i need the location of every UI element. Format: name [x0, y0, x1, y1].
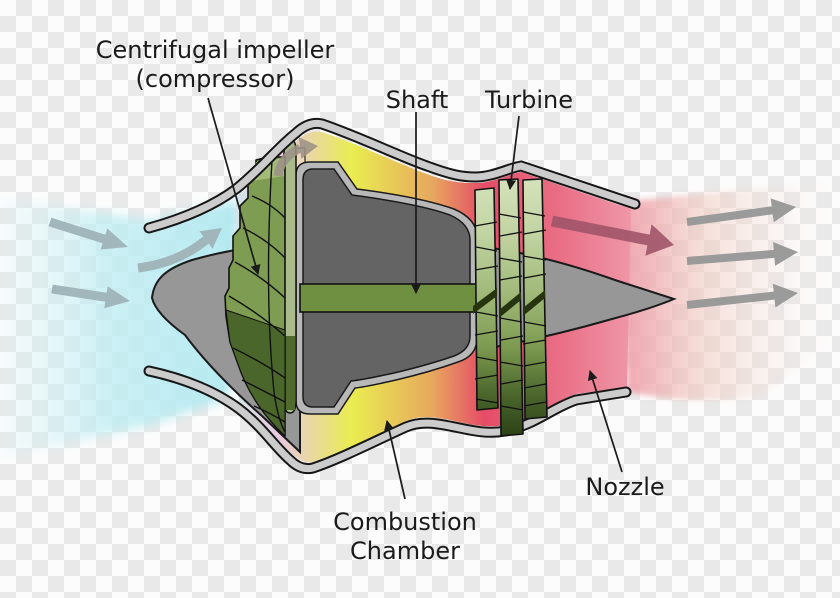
engine-casing-top: [143, 117, 641, 234]
label-line: Turbine: [485, 86, 573, 114]
curved-arrowhead-icon: [298, 137, 318, 159]
plume-arrow-icon: [686, 242, 798, 266]
label-line: Chamber: [350, 537, 460, 565]
label-centrifugal-impeller: Centrifugal impeller (compressor): [96, 36, 335, 94]
label-turbine: Turbine: [485, 86, 573, 115]
label-shaft: Shaft: [386, 86, 449, 115]
impeller-disc-strip-lower: [285, 336, 295, 410]
label-nozzle: Nozzle: [585, 473, 664, 502]
label-line: Nozzle: [585, 473, 665, 501]
label-pointers: [207, 97, 623, 500]
exhaust-plume-region: [620, 180, 840, 401]
intake-airflow-region: [0, 198, 238, 458]
impeller-pointer-line: [207, 97, 261, 275]
turbine-root-wedges: [473, 288, 545, 318]
combustion-pointer-line: [384, 420, 406, 500]
exhaust-plume-arrows: [686, 198, 798, 309]
centrifugal-impeller: [224, 156, 286, 438]
intake-arrow-icon: [48, 217, 128, 250]
curved-intake-arrow-icon: [137, 236, 209, 273]
label-line: Centrifugal impeller: [95, 36, 335, 64]
plume-arrow-icon: [686, 283, 798, 309]
plume-arrow-icon: [686, 198, 796, 226]
curved-arrow-icon: [273, 143, 303, 177]
compressor-flow-arrow: [273, 137, 318, 177]
turbine-stages: [473, 178, 548, 437]
turbine-blade-segments: [474, 211, 547, 411]
label-line: Shaft: [385, 86, 449, 114]
turbine-pointer-line: [506, 115, 520, 190]
label-line: Combustion: [333, 508, 477, 536]
intake-arrow-icon: [51, 284, 130, 309]
label-line: (compressor): [135, 65, 295, 93]
nozzle-pointer-line: [587, 370, 623, 473]
curved-intake-arrowhead-icon: [199, 228, 222, 249]
intake-airflow-arrows: [48, 217, 222, 309]
label-combustion-chamber: Combustion Chamber: [333, 508, 477, 566]
exhaust-core-arrow-icon: [550, 215, 674, 256]
